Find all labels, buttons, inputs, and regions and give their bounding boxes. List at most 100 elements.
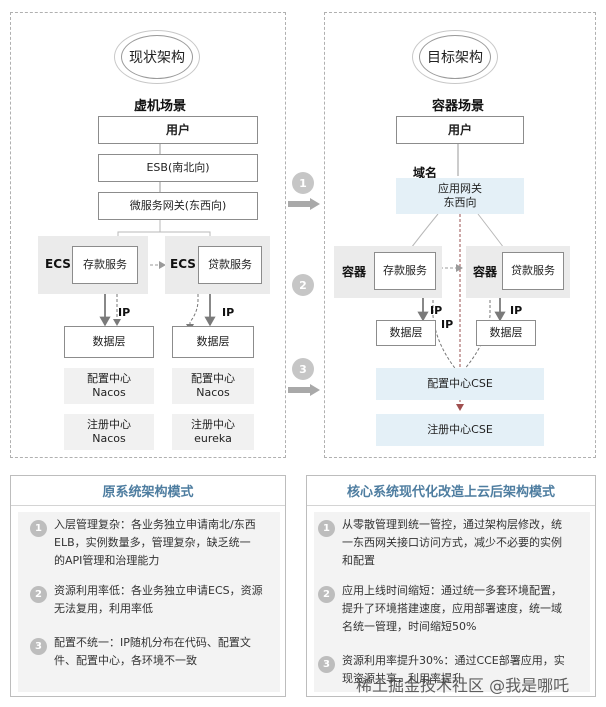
summary-line: 一东西网关接口访问方式，减少不必要的实例	[342, 536, 562, 549]
gateway-label: 微服务网关(东西向)	[129, 199, 227, 213]
summary-line: 件、配置中心，各环境不一致	[54, 654, 197, 667]
container-label-loan: 容器	[473, 265, 498, 279]
current-architecture-bubble: 现状架构	[121, 35, 193, 79]
data-layer-label: 数据层	[196, 335, 230, 349]
step-1-arrow-icon	[288, 198, 320, 210]
loan-service-box: 贷款服务	[198, 246, 262, 284]
summary-line: 配置不统一：IP随机分布在代码、配置文	[54, 636, 251, 649]
vm-scenario-title: 虚机场景	[133, 99, 186, 114]
config-center-label: 配置中心	[87, 371, 131, 385]
item-number: 1	[30, 520, 47, 537]
deposit-service-box: 存款服务	[72, 246, 138, 284]
summary-line: ELB，实例数量多，管理复杂，缺乏统一	[54, 536, 251, 549]
data-layer-deposit: 数据层	[376, 320, 436, 346]
microservice-gateway-box: 微服务网关(东西向)	[98, 192, 258, 220]
ip-label-deposit: IP	[118, 306, 131, 319]
container-scenario-title: 容器场景	[431, 99, 484, 114]
summary-header: 原系统架构模式	[11, 476, 285, 506]
registry-center-cse: 注册中心CSE	[376, 414, 544, 446]
deposit-service-box: 存款服务	[374, 252, 436, 290]
summary-line: 名统一管理，时间缩短50%	[342, 620, 477, 633]
app-gateway-direction: 东西向	[443, 196, 477, 209]
registry-center-label: 注册中心	[87, 417, 131, 431]
registry-center-loan: 注册中心 eureka	[172, 414, 254, 450]
config-center-cse-label: 配置中心CSE	[427, 376, 493, 390]
user-box: 用户	[98, 116, 258, 144]
bubble-ring	[114, 30, 200, 84]
summary-line: 提升了环境搭建速度，应用部署速度，统一域	[342, 602, 562, 615]
domain-label: 域名	[413, 166, 438, 180]
loan-service-label: 贷款服务	[208, 258, 252, 272]
item-number: 1	[318, 520, 335, 537]
registry-center-impl: eureka	[194, 432, 232, 445]
data-layer-label: 数据层	[489, 326, 523, 340]
item-number: 2	[30, 586, 47, 603]
current-architecture-panel	[10, 12, 286, 458]
deposit-service-label: 存款服务	[383, 264, 427, 278]
esb-box: ESB(南北向)	[98, 154, 258, 182]
config-center-label: 配置中心	[191, 371, 235, 385]
config-center-impl: Nacos	[92, 386, 126, 399]
item-number: 3	[30, 638, 47, 655]
loan-service-box: 贷款服务	[502, 252, 564, 290]
data-layer-loan: 数据层	[476, 320, 536, 346]
summary-item: 资源利用率低：各业务独立申请ECS，资源 无法复用，利用率低	[54, 582, 274, 618]
summary-line: 入层管理复杂：各业务独立申请南北/东西	[54, 518, 256, 531]
summary-item: 应用上线时间缩短：通过统一多套环境配置， 提升了环境搭建速度，应用部署速度，统一…	[342, 582, 586, 636]
bubble-text: 现状架构	[129, 50, 185, 66]
app-gateway-label: 应用网关	[438, 181, 482, 195]
summary-line: 和配置	[342, 554, 375, 567]
data-layer-label: 数据层	[389, 326, 423, 340]
step-2-badge: 2	[292, 274, 314, 296]
registry-center-label: 注册中心	[191, 417, 235, 431]
bubble-text: 目标架构	[427, 50, 483, 66]
loan-service-label: 贷款服务	[511, 264, 555, 278]
user-label: 用户	[447, 122, 472, 137]
summary-body	[18, 512, 280, 692]
item-number: 2	[318, 586, 335, 603]
summary-item: 从零散管理到统一管控，通过架构层修改，统 一东西网关接口访问方式，减少不必要的实…	[342, 516, 586, 570]
container-label-deposit: 容器	[342, 265, 367, 279]
step-1-badge: 1	[292, 172, 314, 194]
ip-label-center: IP	[441, 318, 454, 331]
summary-item: 资源利用率提升30%：通过CCE部署应用，实 现资源共享，利用率提升	[342, 652, 586, 688]
user-label: 用户	[165, 122, 190, 137]
config-center-deposit: 配置中心 Nacos	[64, 368, 154, 404]
data-layer-loan: 数据层	[172, 326, 254, 358]
summary-line: 的API管理和治理能力	[54, 554, 160, 567]
user-box: 用户	[396, 116, 524, 144]
summary-item: 配置不统一：IP随机分布在代码、配置文 件、配置中心，各环境不一致	[54, 634, 274, 670]
ip-label-loan: IP	[510, 304, 523, 317]
esb-label: ESB(南北向)	[146, 161, 210, 175]
ecs-label-loan: ECS	[170, 257, 196, 271]
summary-line: 资源利用率提升30%：通过CCE部署应用，实	[342, 654, 565, 667]
config-center-impl: Nacos	[196, 386, 230, 399]
summary-header: 核心系统现代化改造上云后架构模式	[307, 476, 595, 506]
item-number: 3	[318, 656, 335, 673]
data-layer-deposit: 数据层	[64, 326, 154, 358]
summary-line: 应用上线时间缩短：通过统一多套环境配置，	[342, 584, 562, 597]
summary-item: 入层管理复杂：各业务独立申请南北/东西 ELB，实例数量多，管理复杂，缺乏统一 …	[54, 516, 274, 570]
summary-line: 资源利用率低：各业务独立申请ECS，资源	[54, 584, 263, 597]
app-gateway-box: 应用网关 东西向	[396, 178, 524, 214]
summary-line: 从零散管理到统一管控，通过架构层修改，统	[342, 518, 562, 531]
target-architecture-panel	[324, 12, 596, 458]
registry-center-cse-label: 注册中心CSE	[427, 422, 493, 436]
config-center-loan: 配置中心 Nacos	[172, 368, 254, 404]
target-architecture-bubble: 目标架构	[419, 35, 491, 79]
config-center-cse: 配置中心CSE	[376, 368, 544, 400]
ip-label-deposit: IP	[430, 304, 443, 317]
summary-line: 现资源共享，利用率提升	[342, 672, 463, 685]
deposit-service-label: 存款服务	[83, 258, 127, 272]
data-layer-label: 数据层	[92, 335, 126, 349]
ecs-label-deposit: ECS	[45, 257, 71, 271]
watermark: 稀土掘金技术社区 @我是哪吒	[356, 676, 570, 695]
step-3-badge: 3	[292, 358, 314, 380]
step-3-arrow-icon	[288, 384, 320, 396]
ip-label-loan: IP	[222, 306, 235, 319]
summary-body	[314, 512, 590, 692]
summary-line: 无法复用，利用率低	[54, 602, 153, 615]
bubble-ring	[412, 30, 498, 84]
registry-center-deposit: 注册中心 Nacos	[64, 414, 154, 450]
registry-center-impl: Nacos	[92, 432, 126, 445]
